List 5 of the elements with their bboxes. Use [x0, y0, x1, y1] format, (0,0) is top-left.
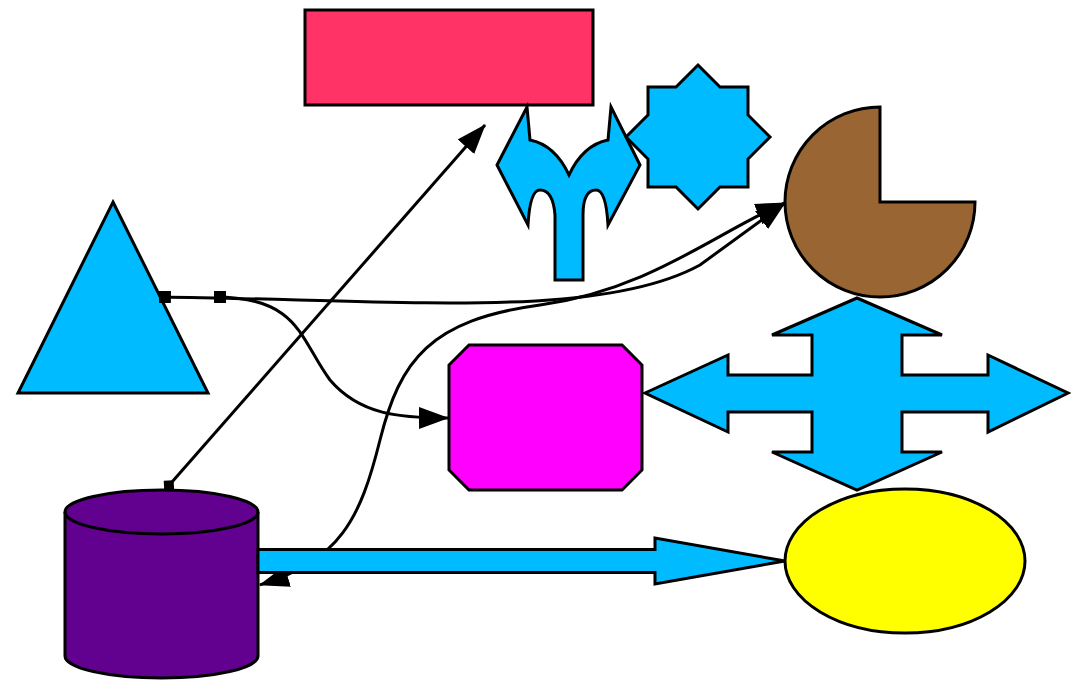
arrow	[213, 290, 450, 429]
block-arrow	[256, 536, 787, 586]
double-headed-arrow	[259, 201, 786, 587]
arrow	[158, 201, 786, 305]
arrow	[163, 123, 487, 491]
